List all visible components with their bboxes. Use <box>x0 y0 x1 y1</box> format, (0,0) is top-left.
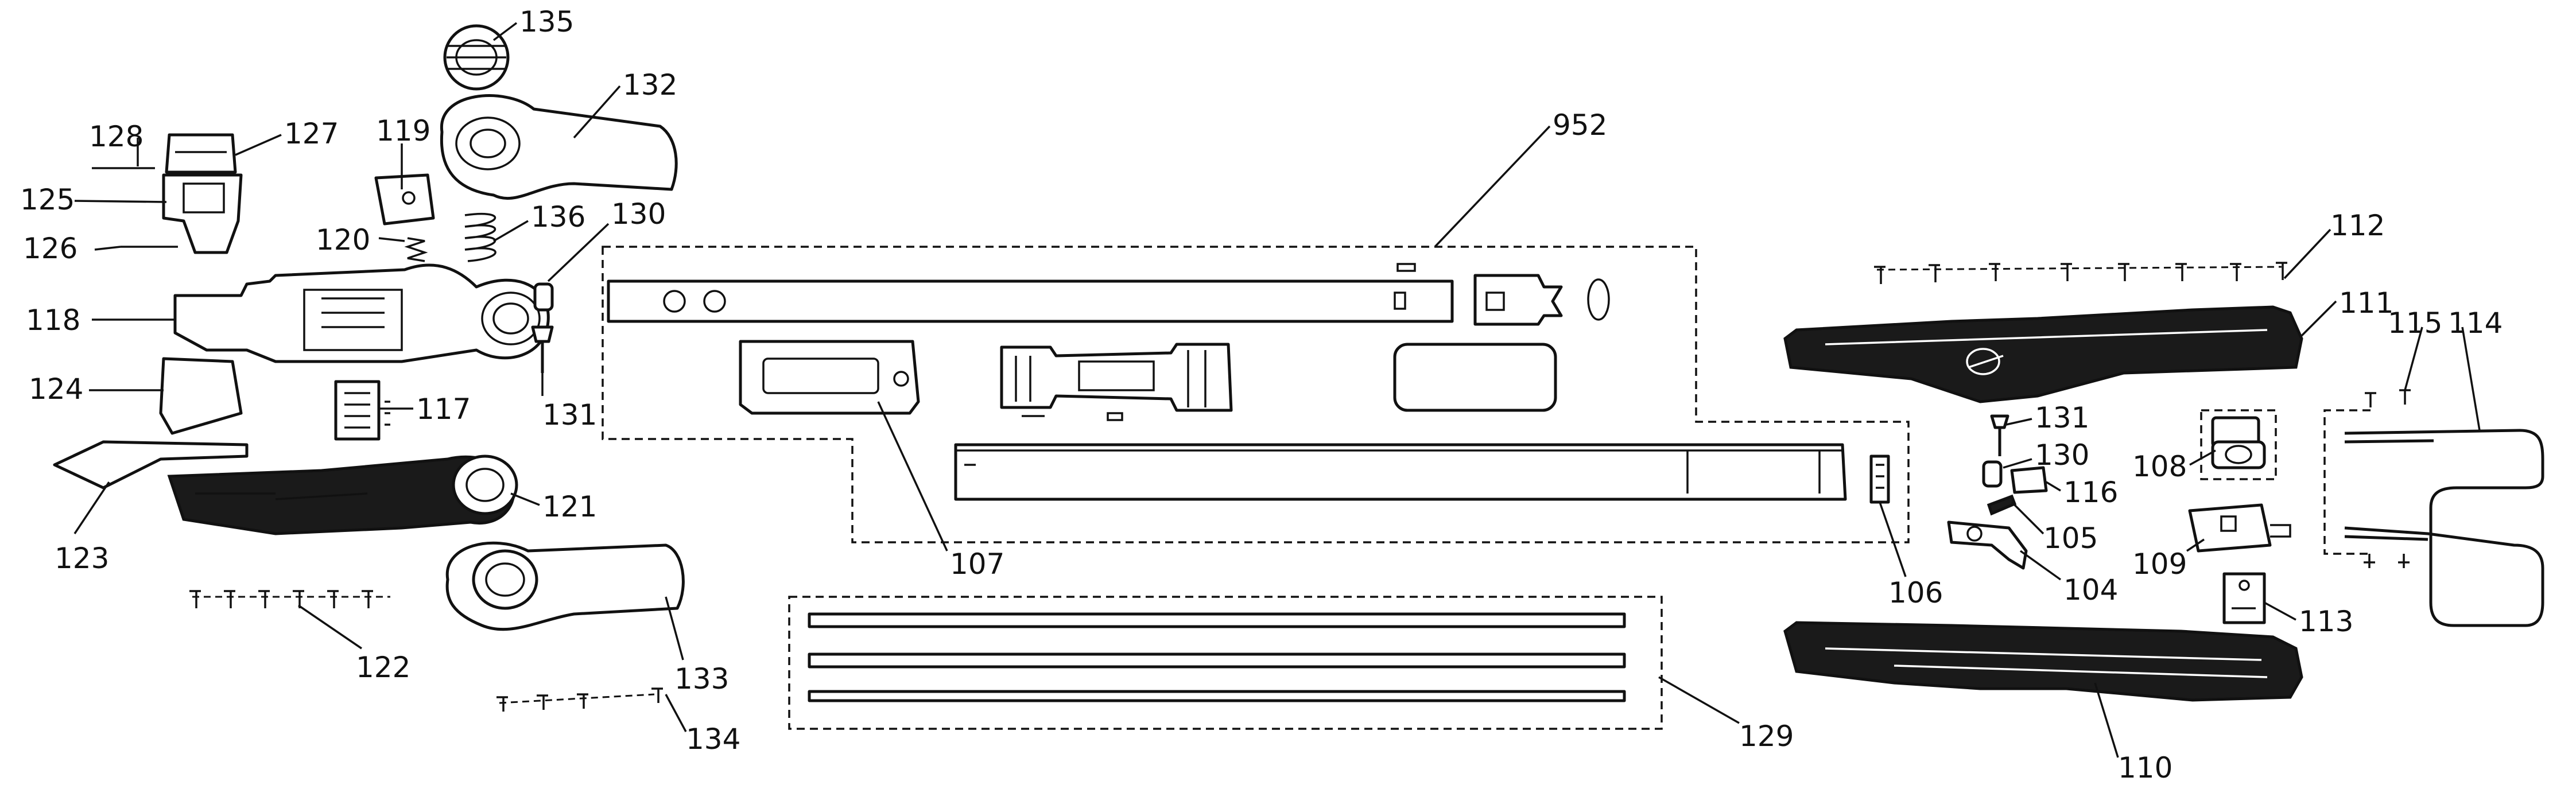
part-109-circuit-board <box>2188 503 2291 553</box>
callout-107: 107 <box>950 547 1004 581</box>
callout-121: 121 <box>542 490 597 523</box>
part-134-screw-row <box>496 687 663 712</box>
part-123-blade <box>53 440 249 489</box>
part-119-clip <box>374 173 435 226</box>
leader-lines <box>73 22 2481 758</box>
callout-131-left: 131 <box>542 398 597 432</box>
callout-120: 120 <box>316 223 370 257</box>
part-129-rods <box>808 612 1626 702</box>
group-108-outline <box>2200 409 2277 480</box>
part-106-end-cap <box>1869 454 1890 504</box>
part-130-nut-right <box>1982 460 2003 488</box>
callout-130-left: 130 <box>611 197 666 231</box>
part-111-upper-shell <box>1783 305 2303 403</box>
group-114-outline <box>2323 409 2371 555</box>
callout-134: 134 <box>686 722 740 756</box>
part-118-upper-housing <box>173 263 550 363</box>
part-952-tube-assembly <box>607 263 1610 326</box>
part-connector-shaft <box>1000 343 1233 421</box>
part-133-lower-handle <box>445 541 685 631</box>
part-110-lower-shell <box>1783 621 2303 702</box>
part-112-screw-row <box>1874 262 2287 284</box>
callout-135: 135 <box>519 5 574 38</box>
callout-125: 125 <box>20 183 75 216</box>
part-120-spring <box>404 237 428 262</box>
callout-130-right: 130 <box>2035 438 2089 472</box>
group-129-outline <box>788 596 1663 730</box>
callout-129: 129 <box>1739 720 1794 753</box>
callout-117: 117 <box>416 393 471 426</box>
part-122-screw-row <box>189 590 390 608</box>
callout-115: 115 <box>2388 306 2442 340</box>
part-107-sleeve <box>739 340 920 415</box>
part-105-pin <box>1987 494 2017 516</box>
callout-124: 124 <box>29 372 83 406</box>
callout-136: 136 <box>531 200 585 234</box>
part-125-latch <box>162 173 243 254</box>
part-121-lower-housing <box>167 454 518 535</box>
group-952-outline <box>602 246 1910 543</box>
callout-133: 133 <box>674 662 729 696</box>
callout-116: 116 <box>2063 476 2118 509</box>
callout-119: 119 <box>376 114 430 147</box>
part-124-cover <box>159 357 243 435</box>
part-113-plate <box>2222 572 2266 624</box>
part-rubber-block <box>1393 343 1557 412</box>
part-long-rail <box>954 443 1847 501</box>
callout-952: 952 <box>1553 108 1607 142</box>
callout-127: 127 <box>284 117 339 150</box>
part-116-bracket <box>2010 466 2048 494</box>
callout-123: 123 <box>55 542 109 575</box>
callout-126: 126 <box>23 232 77 265</box>
part-117-panel <box>334 380 390 441</box>
callout-132: 132 <box>623 68 677 102</box>
callout-108: 108 <box>2132 450 2187 483</box>
part-136-spring <box>464 212 496 262</box>
part-132-handle-arm <box>440 94 678 200</box>
callout-106: 106 <box>1888 576 1943 609</box>
callout-131-right: 131 <box>2035 401 2089 434</box>
callout-104: 104 <box>2063 573 2118 607</box>
callout-113: 113 <box>2299 605 2353 638</box>
callout-114: 114 <box>2448 306 2503 340</box>
part-114-bracket-frame <box>2344 429 2544 627</box>
callout-109: 109 <box>2132 547 2187 581</box>
part-104-trigger <box>1947 520 2028 570</box>
part-127-cap <box>165 133 237 174</box>
part-130-nut-left <box>533 282 554 312</box>
callout-122: 122 <box>356 651 410 684</box>
part-131-screw-left <box>531 325 554 373</box>
callout-105: 105 <box>2043 522 2098 555</box>
part-135-knob <box>443 24 510 91</box>
callout-128: 128 <box>89 120 143 153</box>
part-108-switch <box>2211 416 2266 469</box>
callout-111: 111 <box>2339 286 2393 320</box>
callout-118: 118 <box>26 304 80 337</box>
part-115-screws <box>2364 389 2411 568</box>
callout-112: 112 <box>2330 209 2385 242</box>
part-131-screw-right <box>1990 414 2009 456</box>
callout-110: 110 <box>2118 751 2172 784</box>
